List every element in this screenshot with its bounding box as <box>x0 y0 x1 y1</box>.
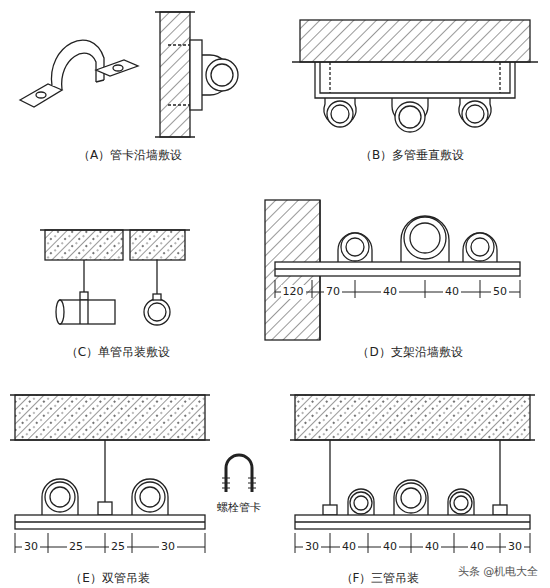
dimension: 25 <box>109 540 127 553</box>
panel-caption: （A）管卡沿墙敷设 <box>78 148 182 162</box>
watermark: 头条 @机电大全 <box>458 565 539 578</box>
panel-caption: （F）三管吊装 <box>341 571 420 585</box>
dimension: 25 <box>67 540 85 553</box>
dimension: 30 <box>303 540 321 553</box>
dimension: 40 <box>381 285 399 298</box>
dimension: 40 <box>340 540 358 553</box>
panel-caption: （E）双管吊装 <box>70 571 150 585</box>
dimension: 30 <box>506 540 524 553</box>
dimension: 70 <box>324 285 342 298</box>
panel-caption: （B）多管垂直敷设 <box>360 148 464 162</box>
dimension: 40 <box>381 540 399 553</box>
dimension: 120 <box>281 285 306 298</box>
panel-caption: （C）单管吊装敷设 <box>66 345 170 359</box>
panel-caption: （D）支架沿墙敷设 <box>357 345 462 359</box>
dimension: 40 <box>423 540 441 553</box>
dimension: 50 <box>491 285 509 298</box>
dimension: 40 <box>468 540 486 553</box>
part-name: 螺栓管卡 <box>217 501 261 514</box>
dimension: 30 <box>159 540 177 553</box>
dimension: 40 <box>443 285 461 298</box>
dimension: 30 <box>22 540 40 553</box>
